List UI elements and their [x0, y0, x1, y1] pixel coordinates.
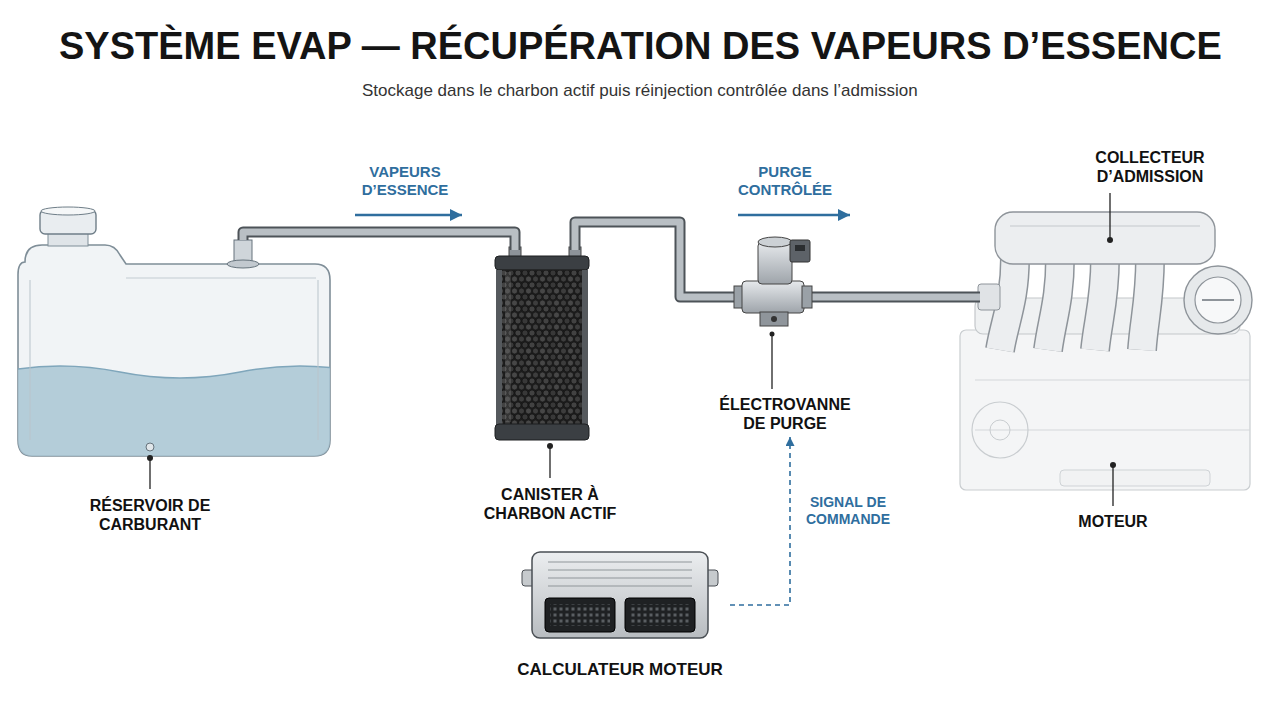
engine-part — [1048, 258, 1060, 350]
component-label: RÉSERVOIR DE CARBURANT — [83, 496, 218, 534]
flow-arrow — [355, 214, 462, 217]
fuel-tank-part-part — [0, 366, 360, 378]
charcoal-canister — [495, 247, 589, 478]
engine-part — [1010, 226, 1200, 227]
component-label: MOTEUR — [1078, 512, 1147, 531]
engine-ecu-part — [545, 598, 615, 632]
signal-connector — [730, 437, 790, 605]
engine-part — [1000, 258, 1015, 350]
part-label: COLLECTEUR D’ADMISSION — [1083, 148, 1218, 186]
fuel-tank-part — [149, 458, 150, 489]
charcoal-canister-part — [495, 256, 589, 270]
purge-valve-part — [758, 242, 792, 284]
diagram-title: SYSTÈME EVAP — RÉCUPÉRATION DES VAPEURS … — [59, 24, 1222, 68]
purge-valve-part — [795, 245, 805, 251]
engine-part — [1109, 193, 1110, 240]
engine-part — [972, 402, 1028, 458]
fuel-tank-part — [126, 278, 316, 279]
component-box: CALCULATEUR MOTEUR — [510, 548, 730, 688]
signal-line — [730, 437, 790, 605]
engine-part — [1112, 465, 1113, 506]
engine-ecu-part — [532, 552, 708, 638]
engine-part — [1142, 258, 1150, 350]
engine-part — [1142, 258, 1150, 350]
engine-ecu-part — [630, 604, 690, 626]
component-label: CANISTER À CHARBON ACTIF — [478, 485, 623, 523]
fuel-tank-part — [227, 260, 259, 268]
engine-part — [995, 212, 1215, 264]
engine-part — [1095, 258, 1105, 350]
engine-part — [1048, 258, 1060, 350]
engine-part — [1095, 258, 1105, 350]
pipe-outline — [243, 232, 515, 250]
charcoal-canister-part — [582, 270, 588, 426]
fuel-tank-part — [30, 280, 318, 440]
flow-label: VAPEURS D’ESSENCE — [353, 163, 457, 199]
engine-ecu-part — [548, 562, 692, 586]
fuel-tank-part — [0, 366, 360, 470]
flow-label: SIGNAL DE COMMANDE — [799, 494, 898, 528]
engine-part — [978, 284, 1000, 310]
diagram-caption: Stockage dans le charbon actif puis réin… — [362, 80, 918, 101]
engine-part — [940, 292, 980, 303]
purge-valve-part — [771, 334, 772, 389]
component-box: RÉSERVOIR DE CARBURANT — [15, 240, 330, 545]
component-label: ÉLECTROVANNE DE PURGE — [710, 395, 860, 433]
pipe-body — [575, 222, 705, 297]
component-box: MOTEUR — [940, 200, 1265, 540]
purge-valve-part — [806, 292, 865, 303]
flow-arrow — [738, 214, 850, 217]
purge-valve-part — [790, 240, 810, 262]
purge-valve-part — [742, 281, 804, 313]
pipe-connector — [575, 222, 705, 297]
pipe-body — [243, 232, 515, 250]
engine-ecu-part — [550, 604, 610, 626]
pipe-outline — [865, 292, 940, 303]
pipe-connector — [243, 215, 515, 250]
fuel-tank-part — [41, 207, 95, 215]
engine-ecu — [522, 552, 718, 638]
pipe-outline — [575, 222, 705, 297]
purge-valve-part — [760, 312, 788, 326]
purge-valve-part — [758, 237, 792, 247]
engine-part — [1195, 277, 1241, 323]
pipe-body — [865, 294, 940, 301]
engine-part — [940, 294, 980, 301]
purge-valve — [705, 237, 865, 389]
fuel-tank-part — [146, 443, 154, 451]
engine-part — [990, 420, 1010, 440]
fuel-tank-part-part — [0, 366, 360, 470]
charcoal-canister-part — [505, 272, 511, 422]
engine-part — [1060, 470, 1210, 486]
engine-part — [1184, 266, 1252, 334]
purge-valve-part — [806, 294, 865, 301]
engine — [940, 193, 1252, 506]
component-label: CALCULATEUR MOTEUR — [517, 660, 723, 680]
charcoal-canister-part — [549, 446, 550, 478]
charcoal-canister-part — [495, 424, 589, 440]
component-box: ÉLECTROVANNE DE PURGE — [705, 230, 865, 437]
engine-part — [975, 430, 1250, 431]
purge-valve-part — [802, 286, 812, 308]
fuel-tank — [0, 207, 360, 489]
engine-part — [960, 330, 1250, 490]
engine-part — [1202, 299, 1234, 301]
engine-ecu-part — [625, 598, 695, 632]
charcoal-canister-part — [496, 270, 502, 426]
engine-part — [975, 380, 1250, 381]
flow-label: PURGE CONTRÔLÉE — [728, 163, 842, 199]
charcoal-canister-part — [500, 270, 584, 426]
purge-valve-part — [771, 316, 777, 322]
pipe-connector — [738, 215, 940, 297]
component-box: CANISTER À CHARBON ACTIF — [470, 250, 630, 527]
engine-part — [1000, 258, 1015, 350]
